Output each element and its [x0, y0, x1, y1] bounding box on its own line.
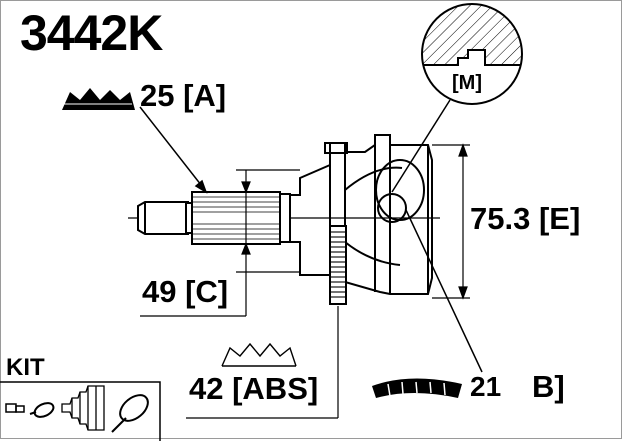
dimension-e-label: 75.3 [E]	[470, 201, 581, 236]
shaft-end	[137, 201, 193, 235]
leader-a	[139, 106, 208, 194]
detail-m-circle	[391, 3, 523, 193]
part-number: 3442K	[20, 5, 163, 61]
dimension-c-label: 49 [C]	[142, 274, 229, 309]
kit-clamp-icon	[5, 403, 25, 413]
detail-m-label: [M]	[452, 72, 482, 94]
dimension-a-label: 25 [A]	[140, 78, 227, 113]
abs-ring-icon	[221, 342, 297, 367]
leader-abs	[186, 306, 339, 419]
dimension-b-letter: B]	[532, 369, 565, 404]
kit-boot-icon	[61, 385, 105, 431]
splined-shaft	[191, 191, 291, 245]
dimension-abs-label: 42 [ABS]	[189, 371, 319, 406]
spline-icon-b	[372, 378, 462, 398]
leader-b	[405, 209, 483, 373]
spline-icon-a	[62, 88, 135, 110]
dimension-b-value: 21	[470, 371, 502, 402]
dimension-e	[432, 143, 470, 300]
abs-ring	[329, 225, 347, 305]
dimension-c	[140, 169, 300, 317]
kit-label: KIT	[6, 354, 45, 381]
kit-ring-icon	[29, 402, 55, 418]
outer-housing	[290, 134, 433, 295]
kit-box	[0, 381, 161, 441]
kit-band-icon	[111, 394, 149, 433]
